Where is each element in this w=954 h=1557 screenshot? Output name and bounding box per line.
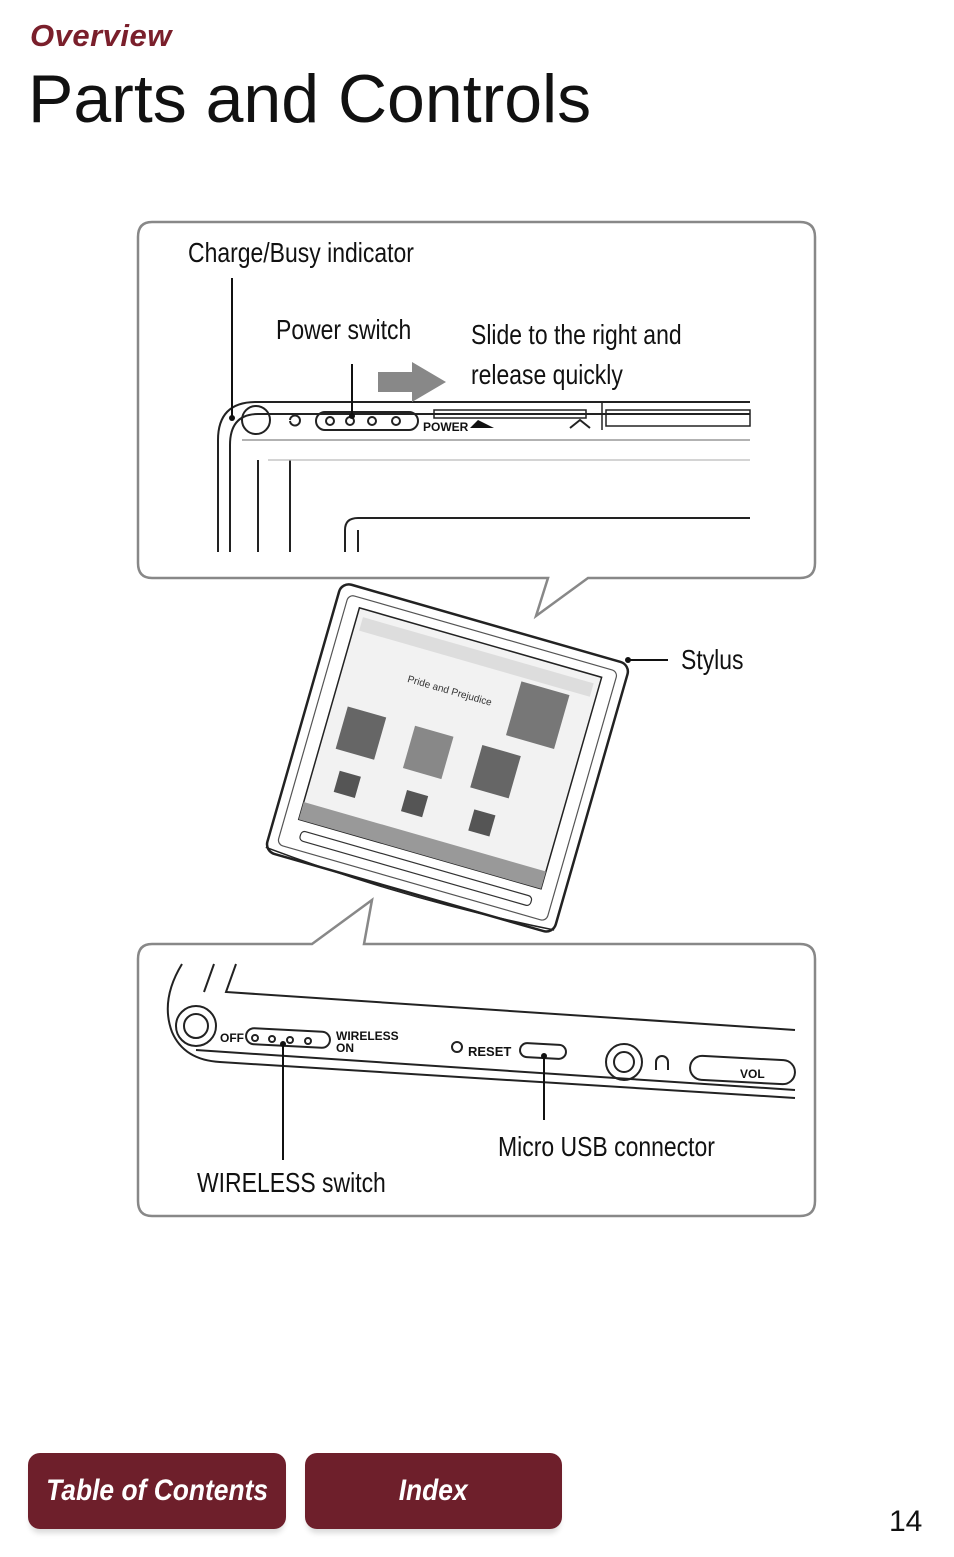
label-slide-hint-1: Slide to the right and: [471, 319, 682, 350]
label-slide-hint-2: release quickly: [471, 359, 623, 390]
index-label: Index: [399, 1474, 468, 1507]
power-marking: POWER: [423, 420, 469, 434]
slide-arrow: [378, 362, 446, 402]
bottom-callout-frame: [136, 897, 817, 1218]
table-of-contents-button[interactable]: Table of Contents: [28, 1453, 286, 1529]
on-marking: ON: [336, 1041, 354, 1055]
table-of-contents-label: Table of Contents: [46, 1474, 268, 1507]
reader-device: Pride and Prejudice: [265, 583, 630, 933]
page-number: 14: [889, 1505, 923, 1538]
vol-marking: VOL: [740, 1067, 765, 1081]
off-marking: OFF: [220, 1031, 244, 1045]
device-top-edge: [217, 401, 751, 552]
label-wireless-switch: WIRELESS switch: [197, 1167, 386, 1198]
index-button[interactable]: Index: [305, 1453, 562, 1529]
label-power-switch: Power switch: [276, 314, 412, 345]
reset-marking: RESET: [468, 1044, 511, 1059]
label-micro-usb: Micro USB connector: [498, 1131, 715, 1162]
label-charge-busy: Charge/Busy indicator: [188, 237, 414, 268]
section-title: Overview: [30, 18, 172, 53]
device-bottom-edge: [166, 963, 796, 1099]
label-stylus: Stylus: [681, 644, 744, 675]
wireless-marking: WIRELESS: [336, 1029, 399, 1043]
page-title: Parts and Controls: [28, 61, 592, 137]
